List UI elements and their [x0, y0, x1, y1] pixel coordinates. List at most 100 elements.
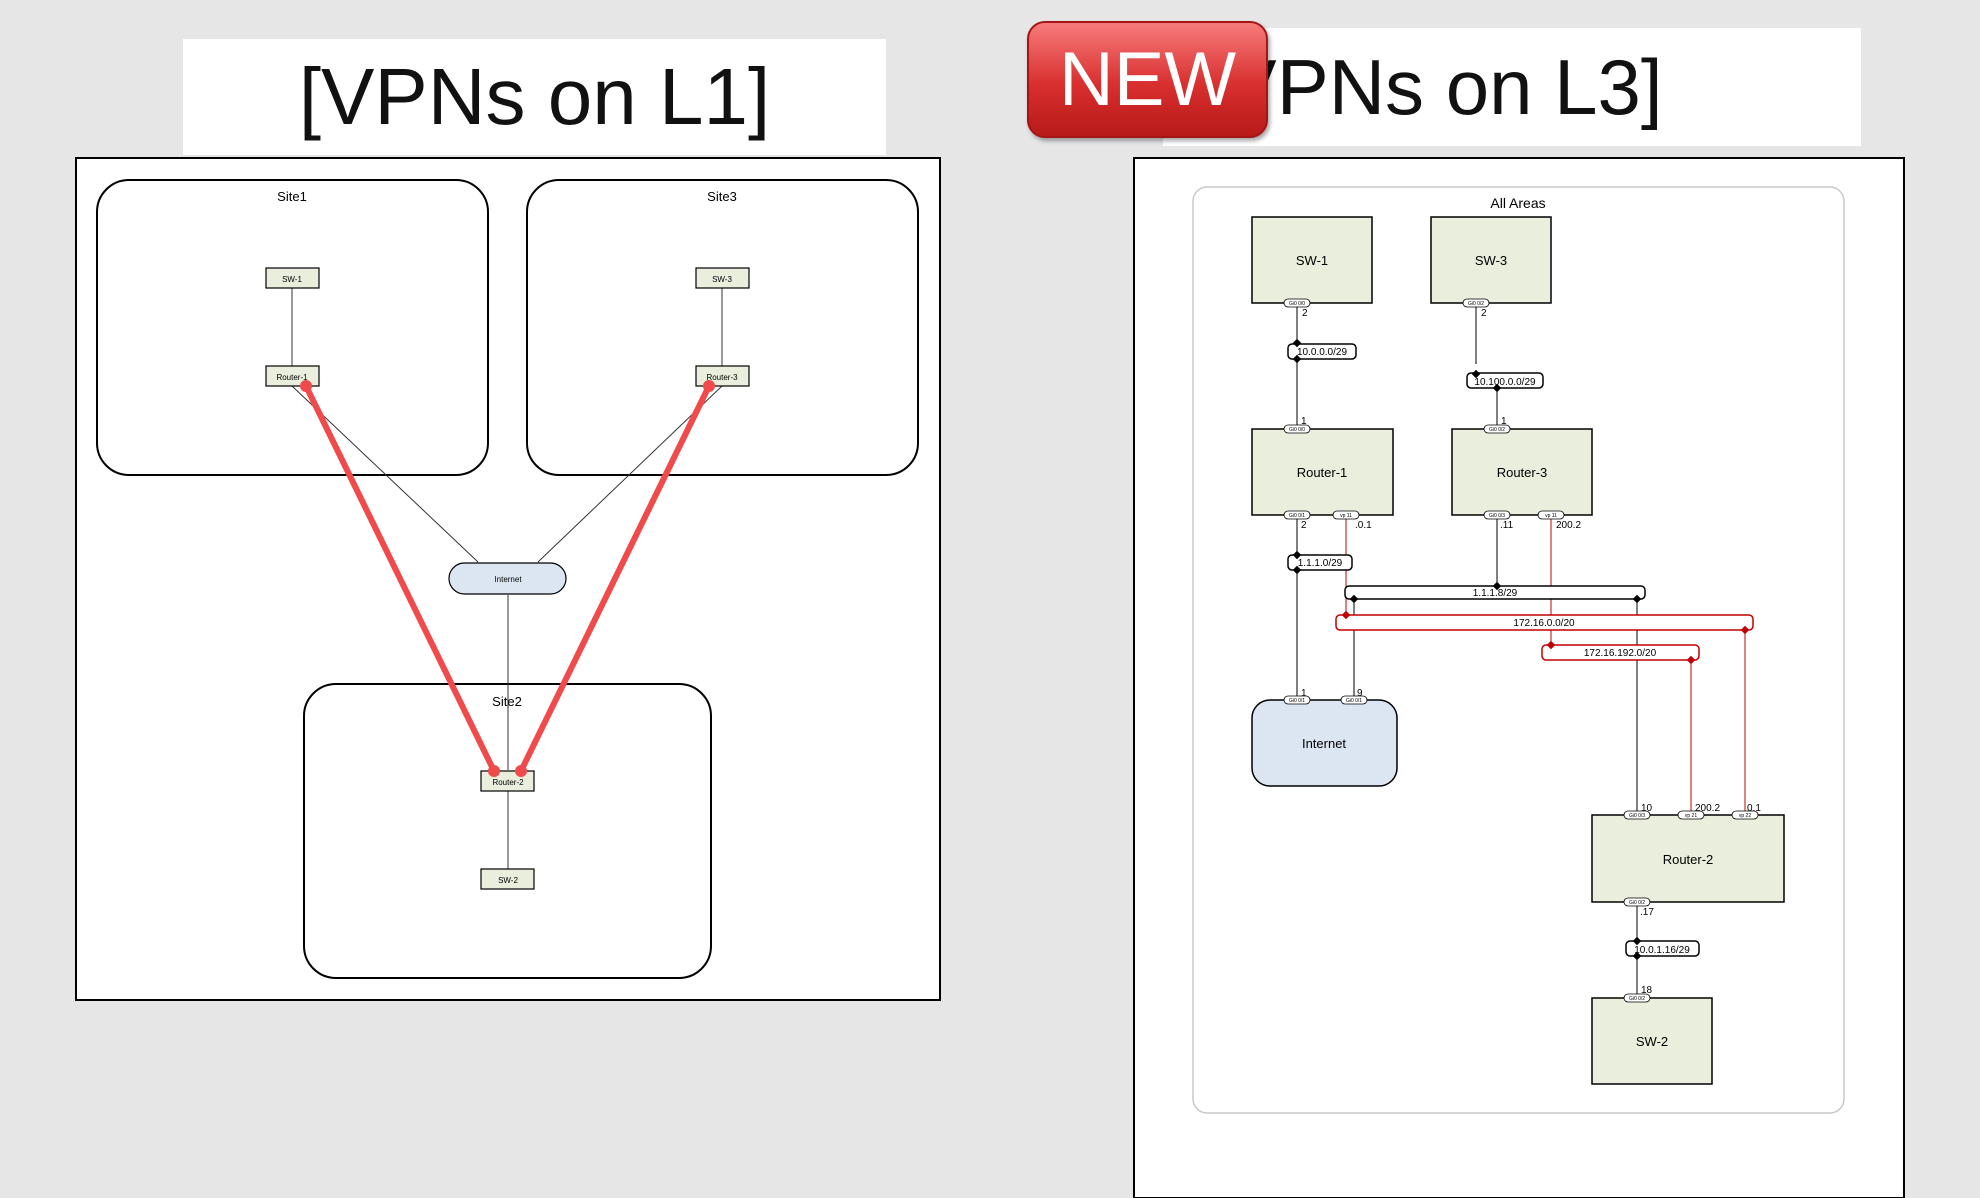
l3-subnet-label-7: 10.0.1.16/29	[1634, 945, 1690, 956]
l1-site2-label: Site2	[492, 694, 522, 709]
l3-port-label: Gi0 0/3	[1489, 513, 1505, 519]
l3-host-id: 0.1	[1747, 803, 1761, 814]
l1-router1-label: Router-1	[276, 373, 308, 382]
l1-vpn-r1-r2	[303, 383, 497, 774]
l3-subnet-pill-3	[1287, 554, 1353, 571]
l3-port-tag	[1623, 993, 1651, 1003]
l3-subnet-labels: 10.0.0.0/29 10.100.0.0/29 1.1.1.0/29 1.1…	[1297, 347, 1690, 956]
l3-router1-label: Router-1	[1297, 465, 1348, 480]
l3-area-label: All Areas	[1490, 195, 1545, 211]
new-badge: NEW	[1027, 21, 1268, 138]
l3-port-tag	[1332, 510, 1360, 520]
l3-junctions	[1292, 338, 1642, 961]
l3-junction	[1492, 383, 1502, 393]
l3-host-id: 1	[1301, 688, 1307, 699]
l3-port-tag	[1677, 810, 1705, 820]
l1-site3-label: Site3	[707, 189, 737, 204]
l3-subnet-pills	[1287, 343, 1700, 957]
l1-sw1-node	[265, 267, 320, 289]
l3-port-tag	[1623, 897, 1651, 907]
l3-port-tag	[1283, 298, 1311, 308]
right-title: [VPNs on L3]	[1163, 28, 1861, 146]
l3-port-tag	[1340, 695, 1368, 705]
l1-link-r3-internet	[537, 385, 723, 563]
l3-vpn-junction	[1341, 610, 1351, 620]
l3-port-label: Gi0 0/1	[1289, 513, 1305, 519]
l3-subnet-label-4: 1.1.1.8/29	[1473, 588, 1518, 599]
l3-vpn-subnet-pills	[1335, 614, 1754, 661]
l3-port-tag	[1462, 298, 1490, 308]
l1-sw2-node	[480, 868, 535, 890]
l3-subnet-label-1: 10.0.0.0/29	[1297, 347, 1347, 358]
l3-subnet-label-5: 172.16.0.0/20	[1513, 618, 1575, 629]
l3-port-label: vp 11	[1340, 513, 1352, 519]
l3-port-label: Gi0 0/2	[1489, 427, 1505, 433]
l3-sw1-node	[1251, 216, 1373, 304]
l3-junction	[1292, 550, 1302, 560]
l1-vpn-end-r2b	[515, 765, 527, 777]
l3-subnet-pill-6	[1541, 644, 1700, 661]
l3-junction	[1471, 369, 1481, 379]
l3-port-tag	[1283, 510, 1311, 520]
l3-host-id: 10	[1641, 803, 1653, 814]
l1-vpn-r3-r2	[518, 383, 712, 774]
l3-port-tag	[1623, 810, 1651, 820]
l3-port-labels: Gi0 0/0 Gi0 0/2 Gi0 0/0 Gi0 0/2 Gi0 0/1 …	[1289, 301, 1751, 1002]
l3-area-box	[1192, 186, 1845, 1114]
l3-host-ids: 2 2 1 1 2 .0.1 .11 200.2 1 9 10 200.2 0.…	[1301, 308, 1761, 996]
l3-port-tag	[1283, 424, 1311, 434]
l3-port-label: vp 11	[1545, 513, 1557, 519]
l3-port-label: Gi0 0/2	[1629, 996, 1645, 1002]
l3-port-tag	[1283, 695, 1311, 705]
l1-sw2-label: SW-2	[498, 876, 518, 885]
l3-port-tag	[1483, 424, 1511, 434]
l3-port-label: Gi0 0/3	[1629, 813, 1645, 819]
l3-host-id: 9	[1357, 688, 1363, 699]
l3-port-label: vp 21	[1685, 813, 1697, 819]
l3-port-label: Gi0 0/2	[1629, 900, 1645, 906]
l3-host-id: 2	[1481, 308, 1487, 319]
l3-vpn-junction	[1546, 640, 1556, 650]
l1-router2-label: Router-2	[492, 778, 524, 787]
l3-port-label: vp 22	[1739, 813, 1751, 819]
l3-port-tags	[1283, 298, 1759, 1003]
l3-sw3-label: SW-3	[1475, 253, 1507, 268]
l3-subnet-label-6: 172.16.192.0/20	[1584, 648, 1657, 659]
l3-host-id: 200.2	[1556, 520, 1581, 531]
l3-subnet-pill-7	[1625, 940, 1700, 957]
l3-sw2-label: SW-2	[1636, 1034, 1668, 1049]
l3-junction	[1292, 565, 1302, 575]
l1-vpn-end-r1	[300, 380, 312, 392]
l3-internet-node	[1251, 699, 1398, 787]
l3-internet-label: Internet	[1302, 736, 1346, 751]
l3-junction	[1292, 338, 1302, 348]
l3-subnet-pill-1	[1287, 343, 1357, 360]
l3-junction	[1632, 594, 1642, 604]
l3-host-id: 200.2	[1695, 803, 1720, 814]
l3-host-id: 2	[1301, 520, 1307, 531]
left-title: [VPNs on L1]	[183, 39, 886, 155]
l1-vpn-tunnels	[300, 380, 715, 777]
l1-vpn-end-r3	[703, 380, 715, 392]
l3-port-label: Gi0 0/1	[1289, 698, 1305, 704]
l1-sw3-node	[695, 267, 750, 289]
l1-router3-label: Router-3	[706, 373, 738, 382]
l1-site1-label: Site1	[277, 189, 307, 204]
l3-router2-label: Router-2	[1663, 852, 1714, 867]
l3-router3-label: Router-3	[1497, 465, 1548, 480]
l3-host-id: .17	[1640, 907, 1654, 918]
l3-port-label: Gi0 0/1	[1346, 698, 1362, 704]
l3-subnet-pill-2	[1466, 372, 1544, 389]
l3-host-id: 2	[1302, 308, 1308, 319]
l3-host-id: .11	[1500, 520, 1514, 531]
l3-junction	[1492, 581, 1502, 591]
l3-sw1-label: SW-1	[1296, 253, 1328, 268]
l1-sw1-label: SW-1	[282, 275, 302, 284]
l3-router1-node	[1251, 428, 1394, 516]
l3-junction	[1292, 354, 1302, 364]
l3-port-label: Gi0 0/0	[1289, 301, 1305, 307]
l3-subnet-label-3: 1.1.1.0/29	[1298, 558, 1343, 569]
l1-internet-label: Internet	[494, 575, 522, 584]
l3-port-tag	[1537, 510, 1565, 520]
